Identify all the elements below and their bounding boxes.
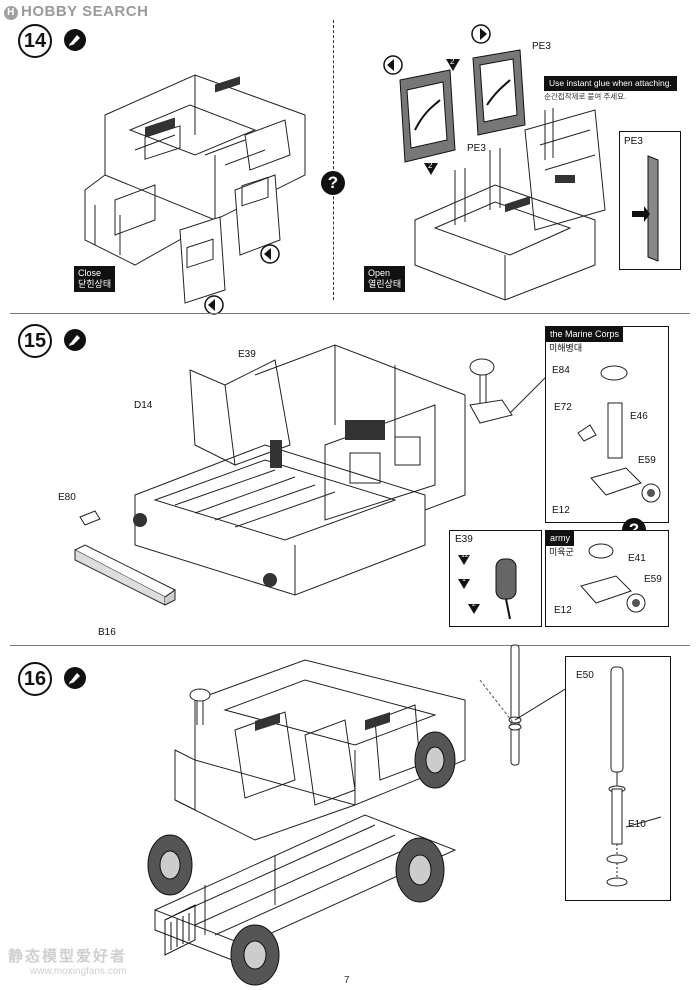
rotate-arrow-icon (260, 244, 280, 269)
marine-label-e72: E72 (554, 402, 572, 413)
e39-marker-2: 2 (472, 601, 476, 608)
open-label: Open 열린상태 (364, 266, 406, 292)
rotate-arrow-icon (471, 24, 491, 49)
marine-label-e84: E84 (552, 365, 570, 376)
part-label-e10: E10 (628, 819, 646, 830)
army-title-ko: 미육군 (549, 547, 574, 557)
question-mark-icon: ? (321, 171, 345, 195)
glue-note-en: Use instant glue when attaching. (544, 76, 677, 91)
marine-label-e46: E46 (630, 411, 648, 422)
rotate-arrow-icon (383, 55, 403, 80)
marine-parts-drawing (577, 365, 661, 503)
army-title: army (546, 531, 574, 546)
step-14-open-hull-drawing (399, 49, 606, 301)
watermark-text: HOBBY SEARCH (21, 3, 149, 20)
army-detail-box: army 미육군 E41 E59 E12 (545, 530, 669, 627)
cement-icon (64, 667, 86, 689)
e39-detail-box: E39 12 1 2 (449, 530, 542, 627)
part-label-b16: B16 (98, 627, 116, 638)
bottom-watermark-url: www.moxingfans.com (30, 966, 127, 977)
close-label-ko: 닫힌상태 (78, 279, 112, 289)
marine-label-e12: E12 (552, 505, 570, 516)
glue-note: Use instant glue when attaching. 순간접착제로 … (544, 76, 677, 102)
close-label-en: Close (78, 268, 102, 278)
rotate-arrow-icon (204, 295, 224, 320)
marine-title-ko: 미해병대 (549, 343, 583, 353)
army-parts-drawing (580, 543, 646, 613)
open-label-en: Open (368, 268, 391, 278)
part-label-d14: D14 (134, 400, 153, 411)
cement-icon (64, 329, 86, 351)
pe3-strip-drawing (632, 155, 659, 262)
step-16-number: 16 (18, 662, 52, 696)
section-rule-2 (10, 645, 690, 646)
step-14-divider (333, 20, 334, 300)
e39-parts-drawing (458, 555, 517, 620)
close-label: Close 닫힌상태 (74, 266, 116, 292)
open-label-ko: 열린상태 (368, 279, 402, 289)
part-label-e50: E50 (576, 670, 594, 681)
glue-note-ko: 순간접착제로 붙여 주세요. (544, 92, 627, 101)
army-title-en: army (550, 533, 570, 543)
hatch-part-drawing (469, 358, 547, 424)
army-label-e41: E41 (628, 553, 646, 564)
pe3-box-label: PE3 (624, 136, 643, 147)
army-label-e12: E12 (554, 605, 572, 616)
marine-title-en: the Marine Corps (550, 329, 620, 339)
part-label-pe3-left: PE3 (467, 143, 486, 154)
marine-title: the Marine Corps (546, 327, 624, 342)
antenna-detail-box: E50 E10 (565, 656, 671, 901)
step-15-bumper-drawing (73, 510, 176, 606)
step-num-marker-2a: 2 (446, 57, 460, 76)
part-label-e80: E80 (58, 492, 76, 503)
marker-2b-number: 2 (428, 161, 433, 170)
antenna-parts-drawing (606, 666, 662, 887)
marine-corps-detail-box: the Marine Corps 미해병대 E84 E72 E46 E59 E1… (545, 326, 669, 523)
step-num-marker-2b: 2 (424, 161, 438, 180)
e39-box-title: E39 (455, 534, 473, 545)
part-label-e39: E39 (238, 349, 256, 360)
step-15-number: 15 (18, 324, 52, 358)
e39-marker-12: 12 (461, 552, 469, 559)
marker-2a-number: 2 (450, 57, 455, 66)
step-14-number: 14 (18, 24, 52, 58)
part-label-pe3-right: PE3 (532, 41, 551, 52)
step-16-vehicle-drawing (147, 659, 466, 986)
step-15-hull-drawing (133, 344, 466, 596)
e39-marker-1: 1 (462, 576, 466, 583)
page-number: 7 (344, 975, 350, 986)
hobbysearch-logo-icon: H (4, 6, 18, 20)
marine-label-e59: E59 (638, 455, 656, 466)
army-label-e59: E59 (644, 574, 662, 585)
pe3-detail-box: PE3 (619, 131, 681, 270)
bottom-watermark-cn: 静态模型爱好者 (8, 948, 128, 965)
section-rule-1 (10, 313, 690, 314)
step-14-closed-hull-drawing (84, 74, 306, 304)
cement-icon (64, 29, 86, 51)
